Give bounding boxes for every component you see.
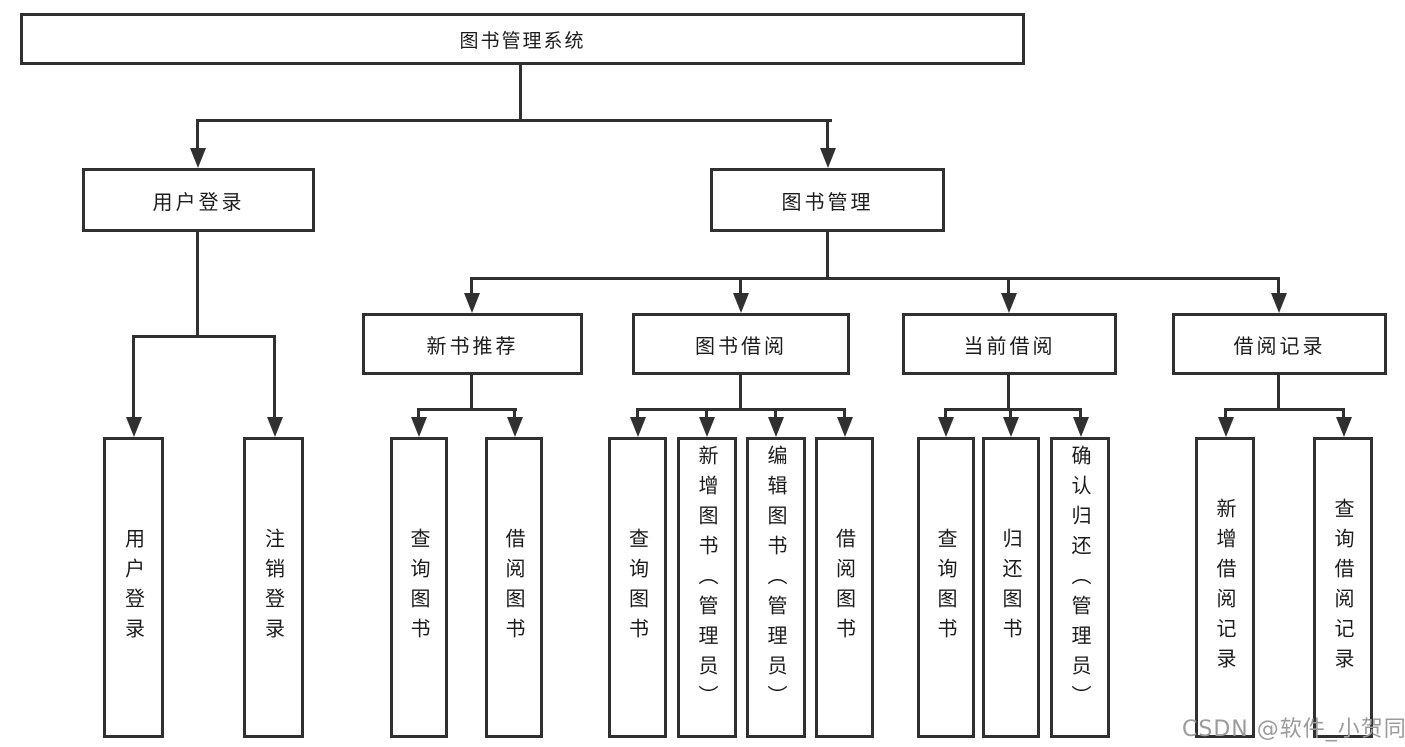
connector-line: [196, 230, 199, 338]
connector-arrow: [768, 417, 784, 437]
leaf-borrow-books-1: 借阅图书: [485, 437, 543, 738]
connector-line: [826, 119, 829, 151]
connector-arrow: [1336, 417, 1352, 437]
connector-line: [826, 230, 829, 280]
connector-arrow: [1271, 293, 1287, 313]
node-new-book-recommend-label: 新书推荐: [426, 333, 519, 358]
leaf-query-books-1: 查询图书: [390, 437, 448, 738]
leaf-confirm-return-admin-label: 确认归还（管理员）: [1068, 445, 1092, 715]
connector-line: [132, 335, 276, 338]
leaf-query-borrow-record: 查询借阅记录: [1313, 437, 1373, 738]
leaf-return-books-label: 归还图书: [999, 527, 1023, 648]
connector-arrow: [733, 293, 749, 313]
connector-arrow: [507, 417, 523, 437]
node-root: 图书管理系统: [20, 13, 1025, 65]
connector-arrow: [1073, 417, 1089, 437]
connector-arrow: [630, 417, 646, 437]
node-book-borrow-label: 图书借阅: [695, 333, 787, 358]
connector-line: [417, 408, 420, 420]
connector-line: [636, 408, 846, 411]
connector-line: [1079, 408, 1082, 420]
leaf-borrow-books-2: 借阅图书: [815, 437, 874, 738]
leaf-user-login-label: 用户登录: [121, 527, 146, 648]
connector-line: [1224, 408, 1227, 420]
connector-line: [739, 373, 742, 411]
connector-arrow: [837, 417, 853, 437]
leaf-borrow-books-2-label: 借阅图书: [832, 527, 857, 648]
leaf-add-borrow-record-label: 新增借阅记录: [1213, 497, 1237, 678]
connector-arrow: [464, 293, 480, 313]
connector-line: [196, 119, 199, 151]
connector-line: [944, 408, 947, 420]
node-current-borrow: 当前借阅: [902, 313, 1117, 375]
leaf-logout-label: 注销登录: [261, 527, 286, 648]
leaf-query-books-3-label: 查询图书: [934, 527, 958, 648]
connector-arrow: [1001, 293, 1017, 313]
leaf-add-borrow-record: 新增借阅记录: [1195, 437, 1255, 738]
node-borrow-records: 借阅记录: [1172, 313, 1387, 375]
connector-arrow: [938, 417, 954, 437]
node-borrow-records-label: 借阅记录: [1233, 333, 1326, 358]
node-book-management-label: 图书管理: [781, 189, 874, 214]
connector-arrow: [1218, 417, 1234, 437]
node-root-label: 图书管理系统: [459, 29, 586, 52]
node-book-borrow: 图书借阅: [632, 313, 850, 375]
connector-line: [470, 277, 473, 295]
leaf-return-books: 归还图书: [982, 437, 1040, 738]
connector-arrow: [699, 417, 715, 437]
connector-arrow: [411, 417, 427, 437]
connector-line: [1342, 408, 1345, 420]
connector-line: [196, 119, 832, 122]
connector-line: [636, 408, 639, 420]
node-new-book-recommend: 新书推荐: [362, 313, 583, 375]
leaf-query-books-2-label: 查询图书: [625, 527, 650, 648]
connector-line: [1007, 277, 1010, 295]
connector-line: [843, 408, 846, 420]
connector-line: [1009, 408, 1012, 420]
watermark-text: CSDN @软件_小贺同学: [1182, 717, 1405, 742]
connector-line: [513, 408, 516, 420]
connector-arrow: [126, 417, 142, 437]
connector-line: [417, 408, 517, 411]
leaf-confirm-return-admin: 确认归还（管理员）: [1050, 437, 1110, 738]
connector-line: [470, 373, 473, 411]
leaf-user-login: 用户登录: [103, 437, 164, 738]
connector-line: [1277, 373, 1280, 411]
leaf-query-borrow-record-label: 查询借阅记录: [1331, 497, 1355, 678]
connector-line: [273, 335, 276, 419]
node-current-borrow-label: 当前借阅: [963, 333, 1056, 358]
connector-line: [1007, 373, 1010, 411]
node-book-management: 图书管理: [710, 168, 945, 232]
connector-line: [470, 277, 1280, 280]
connector-line: [132, 335, 135, 419]
connector-arrow: [190, 148, 206, 168]
connector-arrow: [1003, 417, 1019, 437]
leaf-edit-book-admin-label: 编辑图书（管理员）: [764, 445, 788, 715]
connector-arrow: [267, 417, 283, 437]
leaf-query-books-1-label: 查询图书: [407, 527, 431, 648]
leaf-edit-book-admin: 编辑图书（管理员）: [746, 437, 806, 738]
connector-line: [774, 408, 777, 420]
leaf-borrow-books-1-label: 借阅图书: [502, 527, 526, 648]
leaf-add-book-admin: 新增图书（管理员）: [677, 437, 737, 738]
node-user-login: 用户登录: [82, 168, 315, 232]
leaf-add-book-admin-label: 新增图书（管理员）: [695, 445, 719, 715]
connector-line: [944, 408, 1082, 411]
connector-line: [739, 277, 742, 295]
leaf-query-books-3: 查询图书: [917, 437, 975, 738]
connector-line: [1224, 408, 1345, 411]
leaf-logout: 注销登录: [243, 437, 304, 738]
connector-line: [1277, 277, 1280, 295]
connector-line: [519, 63, 522, 121]
leaf-query-books-2: 查询图书: [608, 437, 667, 738]
connector-arrow: [820, 148, 836, 168]
connector-line: [705, 408, 708, 420]
node-user-login-label: 用户登录: [152, 189, 245, 214]
